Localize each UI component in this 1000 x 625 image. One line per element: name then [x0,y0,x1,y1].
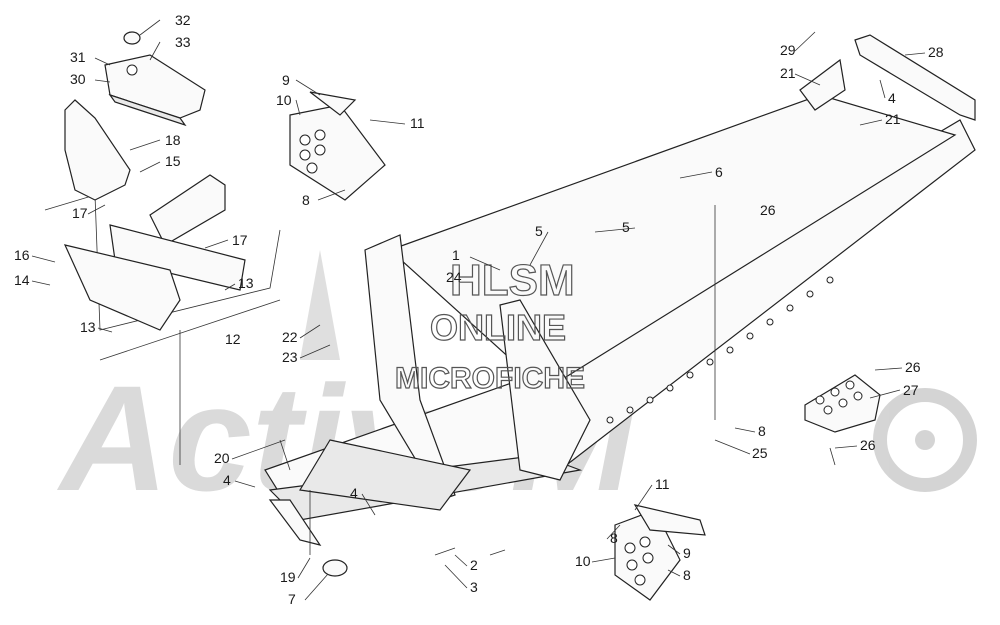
callout-4: 4 [350,485,358,501]
callout-11: 11 [655,476,670,492]
callout-5: 5 [535,223,543,239]
callout-4: 4 [888,90,896,106]
part-side-bracket [63,99,246,331]
callout-26: 26 [760,202,776,218]
part-rear-bar [799,34,976,121]
part-upper-pad [289,91,386,201]
callout-32: 32 [175,12,191,28]
callout-20: 20 [214,450,230,466]
callout-28: 28 [928,44,944,60]
callout-21: 21 [780,65,796,81]
callout-15: 15 [165,153,181,169]
callout-8: 8 [610,530,618,546]
callout-24: 24 [446,269,462,285]
callout-leaders [31,19,926,601]
watermark-text: HLSM ONLINE MICROFICHE [394,255,585,395]
bracket-assembly-outline [44,194,281,465]
callout-18: 18 [165,132,181,148]
watermark-line1: HLSM [450,256,575,305]
callout-25: 25 [752,445,768,461]
callout-1: 1 [452,247,460,263]
callout-29: 29 [780,42,796,58]
callout-8: 8 [683,567,691,583]
callout-10: 10 [575,553,591,569]
running-board-holes [606,276,834,424]
callout-22: 22 [282,329,298,345]
callout-16: 16 [14,247,30,263]
callout-19: 19 [280,569,296,585]
callout-3: 3 [470,579,478,595]
callout-26: 26 [905,359,921,375]
callout-9: 9 [683,545,691,561]
callout-21: 21 [885,111,901,127]
callout-8: 8 [302,192,310,208]
callout-17: 17 [72,205,88,221]
callout-11: 11 [410,115,425,131]
fasteners [279,205,836,556]
part-upper-bracket [104,31,206,127]
callout-9: 9 [282,72,290,88]
callout-27: 27 [903,382,919,398]
callout-10: 10 [276,92,292,108]
callout-4: 4 [223,472,231,488]
watermark-wheel-icon [873,388,977,492]
callout-5: 5 [622,219,630,235]
callouts: 32 33 31 30 9 10 11 8 18 15 17 17 16 14 … [14,12,944,607]
callout-6: 6 [715,164,723,180]
part-lower-pad [614,504,706,601]
callout-17: 17 [232,232,248,248]
callout-23: 23 [282,349,298,365]
callout-33: 33 [175,34,191,50]
callout-30: 30 [70,71,86,87]
callout-14: 14 [14,272,30,288]
callout-26: 26 [860,437,876,453]
watermark-tower-icon [300,250,340,360]
watermark-line2: ONLINE [430,307,566,348]
callout-31: 31 [70,49,86,65]
callout-2: 2 [470,557,478,573]
part-rear-footrest [804,374,881,433]
part-grommet [322,559,348,577]
part-main-chassis [264,94,976,546]
watermark-line3: MICROFICHE [395,362,585,395]
callout-7: 7 [288,591,296,607]
callout-13: 13 [238,275,254,291]
callout-12: 12 [225,331,241,347]
callout-13: 13 [80,319,96,335]
callout-8: 8 [758,423,766,439]
watermark-wheel-hub [915,430,935,450]
